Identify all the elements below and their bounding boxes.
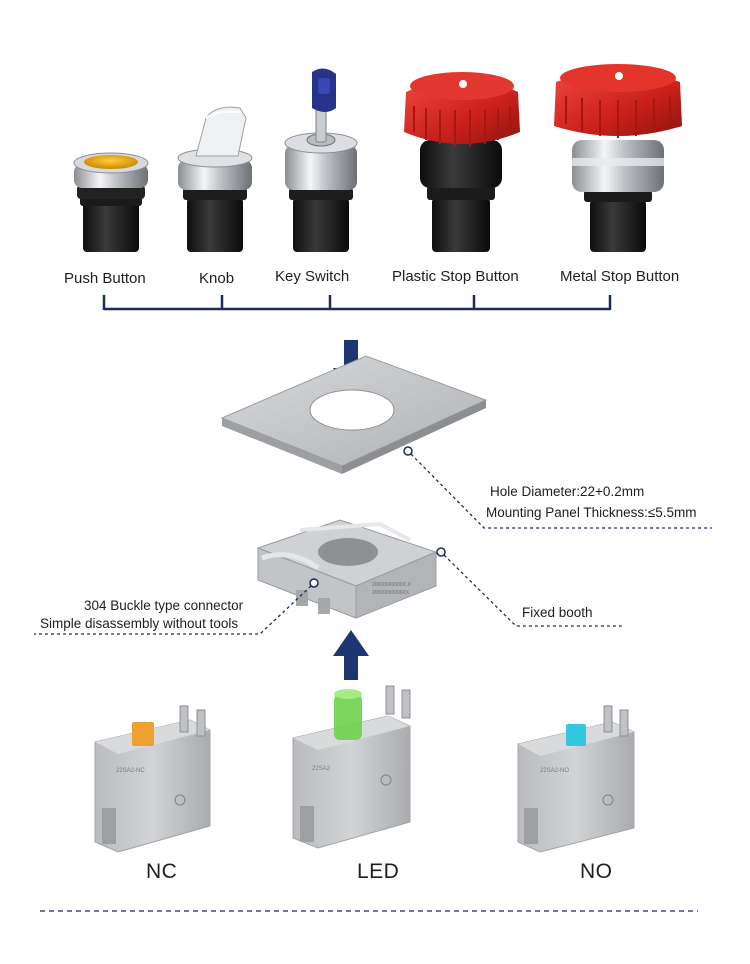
contact-label-nc: NC [146, 860, 178, 883]
no-module-print: 22SA2-NO [540, 768, 569, 774]
connector-text-line2: Simple disassembly without tools [40, 616, 239, 631]
fixed-base [256, 519, 438, 619]
led-module-print: 22SA2 [312, 766, 331, 772]
mounting-panel [220, 355, 488, 474]
no-contact-module-icon [517, 705, 635, 853]
metal-emergency-stop-icon [554, 64, 682, 252]
plastic-emergency-stop-icon [404, 72, 520, 252]
nc-contact-module-icon [94, 705, 211, 853]
product-label-knob: Knob [199, 270, 235, 287]
contact-label-led: LED [357, 860, 400, 883]
panel-thickness-text: Mounting Panel Thickness:≤5.5mm [486, 505, 697, 520]
nc-module-print: 22SA2-NC [116, 768, 145, 774]
booth-callout-line [436, 547, 622, 627]
connector-text-line1: 304 Buckle type connector [84, 598, 244, 613]
connector-callout-line [34, 578, 319, 635]
product-bracket [102, 295, 612, 311]
hole-diameter-text: Hole Diameter:22+0.2mm [490, 484, 645, 499]
base-print-line1: 20000000000X.X [372, 582, 411, 588]
led-contact-module-icon [292, 685, 411, 849]
product-label-metal-stop: Metal Stop Button [560, 268, 680, 285]
up-arrow-icon [333, 630, 369, 680]
fixed-booth-text: Fixed booth [522, 605, 593, 620]
product-label-key-switch: Key Switch [275, 268, 350, 285]
push-button-icon [73, 152, 149, 252]
base-print-line2: 20000000000XX [372, 590, 410, 596]
product-label-push-button: Push Button [64, 270, 146, 287]
product-label-plastic-stop: Plastic Stop Button [392, 268, 519, 285]
selector-knob-icon [177, 106, 253, 252]
key-switch-icon [284, 68, 358, 252]
contact-label-no: NO [580, 860, 613, 883]
panel-callout-line [403, 446, 712, 529]
